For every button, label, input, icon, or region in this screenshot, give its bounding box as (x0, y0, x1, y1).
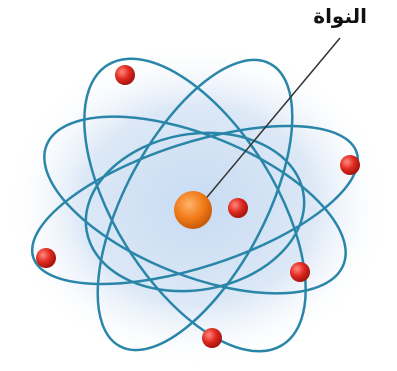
orbits (30, 57, 360, 353)
electron (202, 328, 222, 348)
nucleus-label: النواة (313, 4, 367, 28)
electron (340, 155, 360, 175)
orbit-3 (83, 57, 307, 353)
electron (228, 198, 248, 218)
orbit-4 (96, 58, 294, 352)
electron (36, 248, 56, 268)
orbit-1 (30, 124, 360, 286)
electrons (36, 65, 360, 348)
orbit-5 (84, 131, 306, 293)
electron (290, 262, 310, 282)
nucleus-pointer-line (202, 37, 341, 203)
orbit-2 (43, 115, 347, 295)
nucleus (174, 191, 212, 229)
electron (115, 65, 135, 85)
